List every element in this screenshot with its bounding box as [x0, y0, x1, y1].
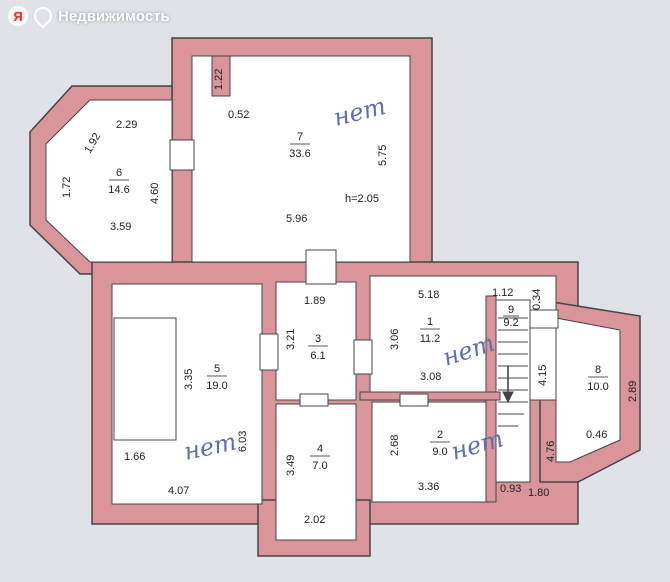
- room-5-area: 19.0: [206, 380, 227, 392]
- stairs: [498, 317, 528, 427]
- dim-5-75: 5.75: [377, 145, 389, 166]
- door-6-7: [169, 139, 195, 171]
- partition-wall: [359, 391, 501, 401]
- dim-3-08: 3.08: [420, 371, 441, 383]
- door-7-3: [305, 249, 337, 285]
- ceiling-height: h=2.05: [345, 193, 379, 205]
- dim-2-68: 2.68: [389, 435, 401, 456]
- room-8-number: 8: [595, 364, 601, 376]
- room-1-area: 11.2: [420, 333, 441, 345]
- door-3-4: [299, 393, 329, 407]
- room-5-number: 5: [214, 363, 220, 375]
- room-2: [371, 401, 495, 503]
- dim-6-03: 6.03: [237, 431, 249, 452]
- dim-3-49: 3.49: [285, 455, 297, 476]
- stair-arrow-icon: [502, 391, 514, 404]
- dim-2-89: 2.89: [627, 381, 639, 402]
- watermark-text: Недвижимость: [58, 7, 170, 25]
- dim-3-21: 3.21: [285, 329, 297, 350]
- dim-1-22: 1.22: [213, 69, 225, 90]
- dim-0-46: 0.46: [586, 429, 607, 441]
- dim-3-59: 3.59: [110, 221, 131, 233]
- built-in-niche: [113, 317, 177, 441]
- room-8: [555, 317, 621, 463]
- room-4-area: 7.0: [312, 460, 327, 472]
- dim-2-02: 2.02: [304, 514, 325, 526]
- dim-0-93: 0.93: [500, 483, 521, 495]
- dim-3-36: 3.36: [418, 481, 439, 493]
- room-6-number: 6: [116, 167, 122, 179]
- door-3-1: [353, 339, 373, 375]
- dim-1-80: 1.80: [528, 487, 549, 499]
- room-4: [275, 403, 357, 541]
- dim-4-76: 4.76: [545, 441, 557, 462]
- room-4-number: 4: [317, 443, 323, 455]
- dim-5-18: 5.18: [418, 289, 439, 301]
- dim-0-52: 0.52: [228, 109, 249, 121]
- room-9-number: 9: [508, 304, 514, 316]
- watermark: Я Недвижимость: [8, 3, 170, 29]
- dim-3-35: 3.35: [183, 369, 195, 390]
- location-pin-icon: [30, 3, 56, 29]
- room-1-number: 1: [427, 316, 433, 328]
- room-3-area: 6.1: [310, 350, 325, 362]
- room-3-number: 3: [315, 333, 321, 345]
- room-2-number: 2: [437, 429, 443, 441]
- dim-4-07: 4.07: [168, 485, 189, 497]
- room-8-area: 10.0: [587, 381, 608, 393]
- room-2-area: 9.0: [432, 446, 447, 458]
- room-7-number: 7: [297, 131, 303, 143]
- dim-1-72: 1.72: [61, 177, 73, 198]
- dim-4-15: 4.15: [537, 365, 549, 386]
- brand-logo-icon: Я: [8, 6, 28, 26]
- door-1-8: [529, 309, 559, 329]
- dim-5-96: 5.96: [286, 213, 307, 225]
- dim-1-12: 1.12: [492, 287, 513, 299]
- room-6: [45, 99, 173, 263]
- door-1-2: [399, 393, 429, 407]
- door-5-3: [259, 333, 279, 371]
- room-6-area: 14.6: [108, 184, 129, 196]
- dim-1-89: 1.89: [304, 295, 325, 307]
- room-labels: 7 33.6 6 14.6 5 19.0 3 6.1 4 7.0 1 11.2 …: [108, 131, 608, 472]
- dim-1-66: 1.66: [124, 451, 145, 463]
- wall-notch: [211, 55, 231, 97]
- dim-4-60: 4.60: [149, 183, 161, 204]
- room-9-area: 9.2: [503, 317, 518, 329]
- room-7-area: 33.6: [289, 148, 310, 160]
- door-openings: [169, 139, 559, 407]
- dim-0-34: 0.34: [531, 289, 543, 310]
- dim-3-06: 3.06: [389, 329, 401, 350]
- dim-2-29: 2.29: [116, 119, 137, 131]
